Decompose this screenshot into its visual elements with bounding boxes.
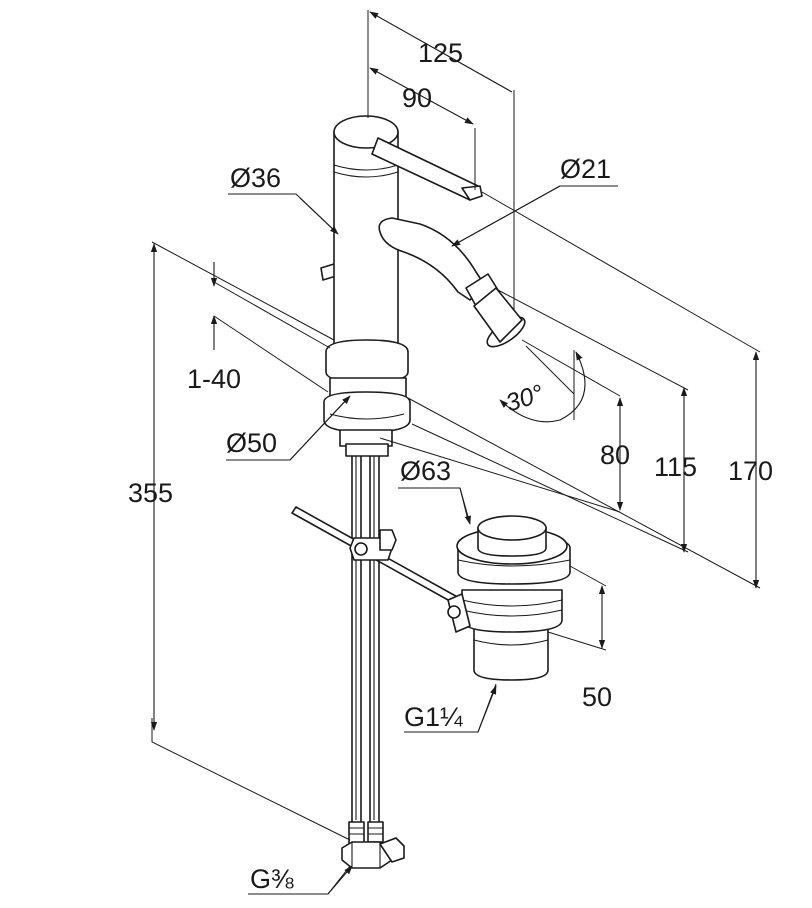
dim-50-label: 50 <box>582 682 612 712</box>
dim-90-label: 90 <box>402 83 432 113</box>
dim-80-label: 80 <box>600 440 630 470</box>
thread-g38-label: G⅜ <box>250 864 294 894</box>
dim-355-label: 355 <box>128 478 173 508</box>
supply-hoses <box>341 439 405 869</box>
dim-1-40-label: 1-40 <box>187 364 241 394</box>
dim-170-label: 170 <box>728 456 773 486</box>
dimension-labels: 125 90 Ø36 Ø21 1-40 30° 80 115 170 355 Ø… <box>128 38 773 894</box>
dim-115-label: 115 <box>654 452 697 482</box>
faucet-body <box>320 115 526 457</box>
dim-125-label: 125 <box>418 38 463 68</box>
thread-g114-label: G1¼ <box>404 702 463 732</box>
dim-30deg-label: 30° <box>502 379 547 417</box>
dim-d63-label: Ø63 <box>400 456 451 486</box>
dim-d36-label: Ø36 <box>230 163 281 193</box>
dim-d50-label: Ø50 <box>226 428 277 458</box>
dimension-lines <box>150 10 761 895</box>
dim-d21-label: Ø21 <box>560 154 611 184</box>
drain-rod <box>291 506 471 611</box>
popup-waste <box>447 515 571 681</box>
